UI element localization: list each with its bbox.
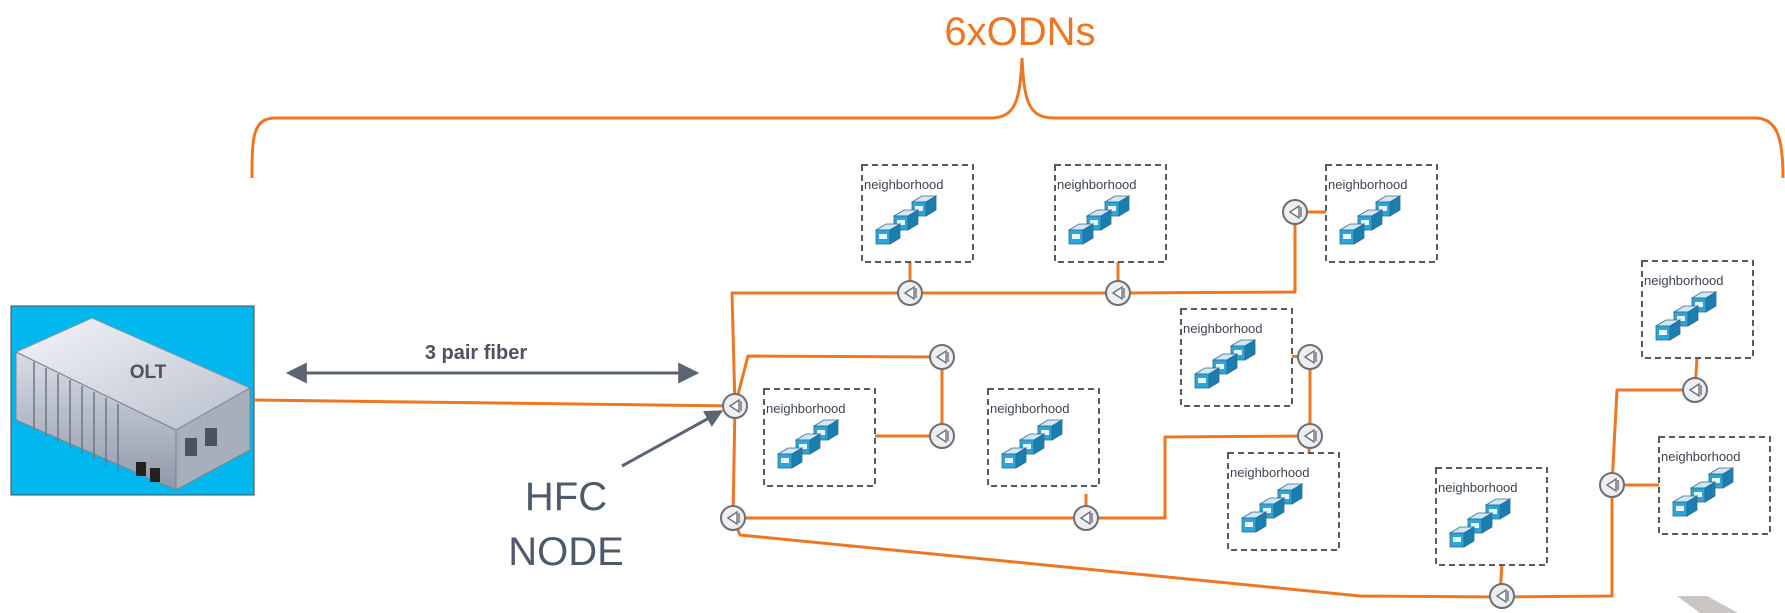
fiber-node-icon bbox=[929, 423, 955, 449]
neighborhood-label: neighborhood bbox=[766, 401, 846, 416]
fiber-link-label: 3 pair fiber bbox=[425, 342, 527, 364]
neighborhood-label: neighborhood bbox=[1230, 465, 1310, 480]
olt-label: OLT bbox=[130, 362, 167, 383]
neighborhood-box: neighborhood bbox=[1180, 308, 1293, 407]
fiber-node-icon bbox=[1599, 472, 1625, 498]
neighborhood-label: neighborhood bbox=[1057, 177, 1137, 192]
feeder-fiber bbox=[253, 398, 736, 408]
fiber-node-icon bbox=[1682, 377, 1708, 403]
fiber-node-icon bbox=[1073, 505, 1099, 531]
neighborhood-label: neighborhood bbox=[990, 401, 1070, 416]
fiber-node-icon bbox=[1297, 344, 1323, 370]
neighborhood-box: neighborhood bbox=[763, 388, 876, 487]
fiber-node-icon bbox=[1297, 423, 1323, 449]
hfc-node-label-line1: HFC bbox=[525, 475, 607, 519]
neighborhood-label: neighborhood bbox=[1328, 177, 1408, 192]
neighborhood-label: neighborhood bbox=[1661, 449, 1741, 464]
neighborhood-box: neighborhood bbox=[1641, 260, 1754, 359]
fiber-node-icon bbox=[720, 505, 746, 531]
pointer-arrow-icon bbox=[621, 410, 724, 468]
neighborhood-box: neighborhood bbox=[1054, 164, 1167, 263]
fiber-node-icon bbox=[1105, 280, 1131, 306]
odn-brace bbox=[250, 57, 1785, 179]
fiber-node-icon bbox=[929, 344, 955, 370]
fiber-node-icon bbox=[1489, 583, 1515, 609]
neighborhood-box: neighborhood bbox=[1658, 436, 1771, 535]
olt-chassis-icon bbox=[14, 317, 252, 491]
chevron-right-icon bbox=[1677, 596, 1738, 613]
neighborhood-box: neighborhood bbox=[1227, 452, 1340, 551]
fiber-node-icon bbox=[897, 280, 923, 306]
olt-device: OLT bbox=[10, 305, 255, 496]
neighborhood-label: neighborhood bbox=[1183, 321, 1263, 336]
fiber-node-icon bbox=[1282, 199, 1308, 225]
neighborhood-label: neighborhood bbox=[1644, 273, 1724, 288]
hfc-node-label-line2: NODE bbox=[508, 530, 624, 574]
diagram-title: 6xODNs bbox=[944, 10, 1095, 54]
neighborhood-label: neighborhood bbox=[864, 177, 944, 192]
neighborhood-box: neighborhood bbox=[1325, 164, 1438, 263]
neighborhood-box: neighborhood bbox=[1435, 467, 1548, 566]
neighborhood-label: neighborhood bbox=[1438, 480, 1518, 495]
hfc-node-icon bbox=[722, 393, 748, 419]
neighborhood-box: neighborhood bbox=[861, 164, 974, 263]
neighborhood-box: neighborhood bbox=[987, 388, 1100, 487]
